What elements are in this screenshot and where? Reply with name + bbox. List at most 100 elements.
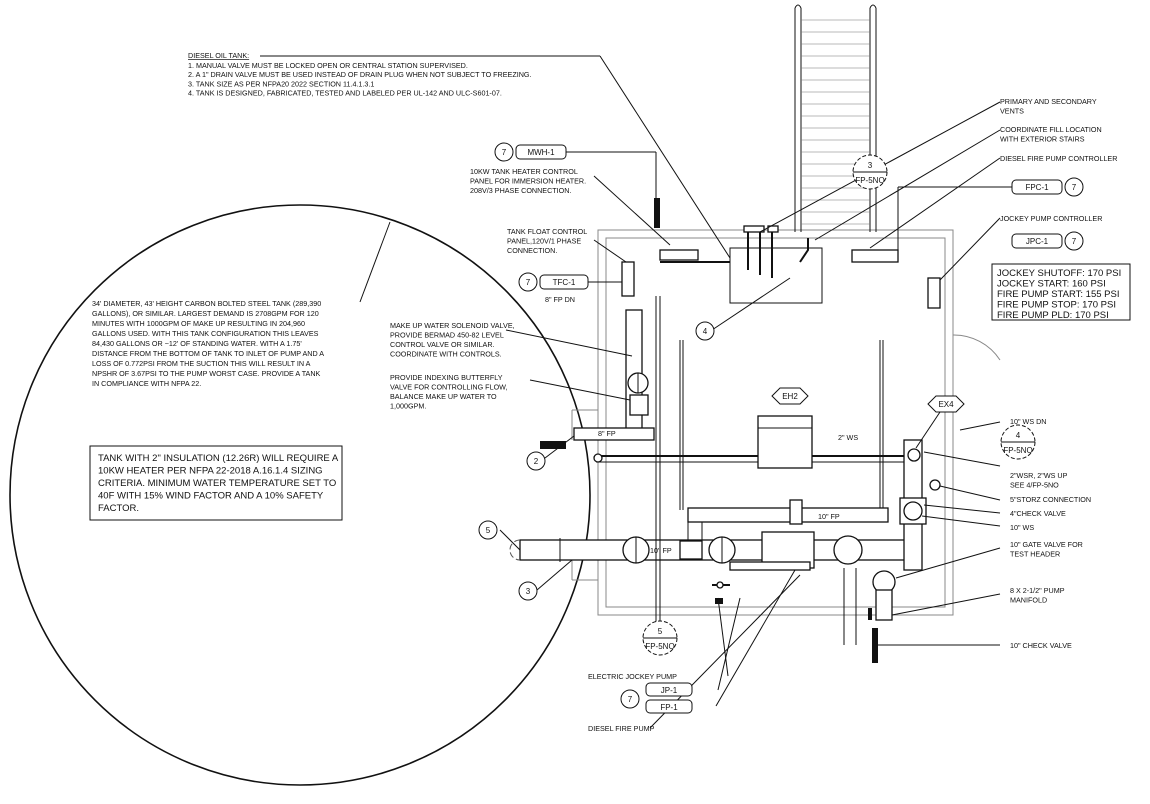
keynote-7-jpc [1064,231,1084,251]
fill-line: WITH EXTERIOR STAIRS [1000,135,1085,144]
keynote-3 [518,581,538,601]
keynote-7-fpc-text: 7 [1072,183,1077,192]
tank-description-line: NPSHR OF 3.67PSI TO THE PUMP WORST CASE.… [92,369,321,378]
section-5-num: 5 [658,627,663,636]
exterior-stairs [794,4,877,232]
insulation-note-line: CRITERIA. MINIMUM WATER TEMPERATURE SET … [98,478,336,489]
section-4-num: 4 [1016,431,1021,440]
tag-fpc-text: FPC-1 [1025,183,1049,192]
heater-panel-line: 10KW TANK HEATER CONTROL [470,167,578,176]
fill-line: COORDINATE FILL LOCATION [1000,125,1102,134]
tank-description-line: MINUTES WITH 1000GPM OF MAKE UP RESULTIN… [92,319,305,328]
pressure-setting-line: JOCKEY START: 160 PSI [997,279,1106,290]
vents-line: VENTS [1000,107,1024,116]
tank-description-line: IN COMPLIANCE WITH NFPA 22. [92,379,201,388]
section-3-num: 3 [868,161,873,170]
water-tank-outline [9,204,591,786]
vent-housing [660,225,823,304]
insulation-note-box [89,445,343,521]
storz-label: 5"STORZ CONNECTION [1010,495,1091,504]
wsr-line: SEE 4/FP-5NO [1010,481,1059,490]
diesel-note-line: 3. TANK SIZE AS PER NFPA20 2022 SECTION … [188,79,374,88]
insulation-note-line: 40F WITH 15% WIND FACTOR AND A 10% SAFET… [98,491,324,502]
heater-panel-line: 208V/3 PHASE CONNECTION. [470,186,571,195]
keynote-7-mwh-text: 7 [502,148,507,157]
insulation-note-line: 10KW HEATER PER NFPA 22-2018 A.16.1.4 SI… [98,466,323,477]
solenoid-line: COORDINATE WITH CONTROLS. [390,350,502,359]
fp-dn-label: 8" FP DN [545,295,575,304]
keynote-7-fpc [1064,177,1084,197]
insulation-note-line: FACTOR. [98,503,139,514]
ws10-label: 10" WS [1010,523,1034,532]
butterfly-line: VALVE FOR CONTROLLING FLOW, [390,383,508,392]
pressure-setting-line: JOCKEY SHUTOFF: 170 PSI [997,268,1121,279]
keynote-7-jpc-text: 7 [1072,237,1077,246]
section-4-sheet: FP-5NO [1003,446,1032,455]
tank-description-line: 34' DIAMETER, 43' HEIGHT CARBON BOLTED S… [92,299,321,308]
tank-description-line: GALLONS), OR SIMILAR. LARGEST DEMAND IS … [92,309,319,318]
tag-eh2-text: EH2 [782,392,798,401]
manifold-line: MANIFOLD [1010,596,1047,605]
solenoid-line: PROVIDE BERMAD 450-82 LEVEL [390,331,504,340]
diesel-notes-title: DIESEL OIL TANK: [188,51,249,60]
section-marker-5: 5 FP-5NO [642,620,678,656]
tag-jp-text: JP-1 [661,686,678,695]
insulation-note-line: TANK WITH 2" INSULATION (12.26R) WILL RE… [98,453,339,464]
heater-panel-line: PANEL FOR IMMERSION HEATER. [470,177,586,186]
jockey-controller-box [927,277,941,309]
fp10a-label: 10" FP [650,546,672,555]
pressure-setting-line: FIRE PUMP PLD: 170 PSI [997,310,1109,321]
keynote-7-tfc [518,272,538,292]
diesel-note-line: 1. MANUAL VALVE MUST BE LOCKED OPEN OR C… [188,61,468,70]
fp10b-label: 10" FP [818,512,840,521]
keynote-5-text: 5 [486,526,491,535]
butterfly-line: PROVIDE INDEXING BUTTERFLY [390,373,503,382]
pressure-settings-box [991,263,1131,321]
jockey-controller-label: JOCKEY PUMP CONTROLLER [1000,214,1102,223]
section-5-sheet: FP-5NO [645,642,674,651]
section-3-sheet: FP-5NO [855,176,884,185]
float-control-panel [621,261,635,297]
keynote-7-mwh [494,142,514,162]
keynote-7-tfc-text: 7 [526,278,531,287]
tag-mwh-text: MWH-1 [527,148,555,157]
diesel-note-line: 2. A 1" DRAIN VALVE MUST BE USED INSTEAD… [188,70,532,79]
ws-dn-label: 10" WS DN [1010,417,1047,426]
solenoid-line: CONTROL VALVE OR SIMILAR. [390,340,495,349]
tag-jp [645,682,693,697]
diesel-tank-notes: DIESEL OIL TANK: 1. MANUAL VALVE MUST BE… [188,51,532,98]
float-panel-line: TANK FLOAT CONTROL [507,227,587,236]
tag-jpc [1011,233,1063,249]
diesel-pump-label: DIESEL FIRE PUMP [588,724,655,733]
solenoid-line: MAKE UP WATER SOLENOID VALVE, [390,321,515,330]
pressure-setting-line: FIRE PUMP STOP: 170 PSI [997,300,1116,311]
tag-tfc-text: TFC-1 [553,278,576,287]
butterfly-line: 1,000GPM. [390,402,426,411]
tag-fp-text: FP-1 [660,703,678,712]
tag-ex4-text: EX4 [938,400,954,409]
check10-label: 10" CHECK VALVE [1010,641,1072,650]
diesel-controller-box [851,249,899,263]
fp8-label: 8" FP [598,429,616,438]
vents-line: PRIMARY AND SECONDARY [1000,97,1097,106]
wsr-line: 2"WSR, 2"WS UP [1010,471,1068,480]
section-marker-3: 3 FP-5NO [852,154,888,190]
keynote-4-text: 4 [703,327,708,336]
equipment-tags: 7 MWH-1 7 TFC-1 FPC-1 7 JPC-1 7 JP-1 FP-… [478,142,1084,714]
tank-description: 34' DIAMETER, 43' HEIGHT CARBON BOLTED S… [92,299,324,388]
pressure-setting-line: FIRE PUMP START: 155 PSI [997,289,1119,300]
tank-description-line: 84,430 GALLONS OR ~12' OF STANDING WATER… [92,339,302,348]
tank-heater-panel [659,249,699,261]
leader-lines [260,55,1001,729]
tank-description-line: DISTANCE FROM THE BOTTOM OF TANK TO INLE… [92,349,324,358]
gate-line: 10" GATE VALVE FOR [1010,540,1083,549]
tag-jpc-text: JPC-1 [1026,237,1049,246]
keynote-5 [478,520,498,540]
manifold-line: 8 X 2-1/2" PUMP [1010,586,1065,595]
tag-ex4 [927,395,965,413]
tag-eh2 [771,387,809,405]
keynote-4 [695,321,715,341]
keynote-2-text: 2 [534,457,539,466]
